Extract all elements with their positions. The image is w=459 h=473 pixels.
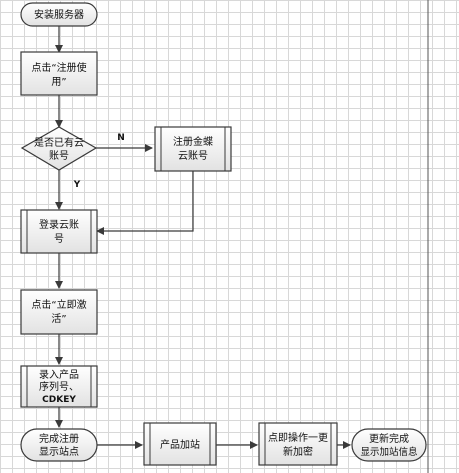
node-update-finish: 更新完成 显示加站信息 [351,428,427,462]
node-register-kingdee: 注册金蝶 云账号 [154,126,232,172]
node-decision-line1: 是否已有云 [34,136,84,149]
node-enter-serial-line2: 序列号、 [39,380,79,393]
node-enter-serial-line3: CDKEY [42,395,76,405]
edge-label-no: N [117,133,125,143]
node-register-kingdee-line2: 云账号 [178,150,208,162]
node-login-cloud-line2: 号 [54,233,64,245]
node-click-activate-line1: 点击“立即激 [31,298,86,311]
node-update-finish-line1: 更新完成 [369,432,409,445]
node-product-join-label: 产品加站 [160,438,200,451]
node-login-cloud: 登录云账 号 [20,209,98,254]
node-update-encrypt: 点即操作一更 新加密 [258,422,338,466]
node-has-cloud-account: 是否已有云 账号 [20,126,98,171]
node-product-join: 产品加站 [143,422,217,466]
node-login-cloud-line1: 登录云账 [39,218,79,231]
node-update-finish-line2: 显示加站信息 [360,446,417,458]
node-click-register-line2: 用” [51,77,66,88]
node-click-activate: 点击“立即激 活” [20,289,98,335]
node-click-register: 点击“注册使 用” [20,51,98,96]
edge-kingdee-to-login [96,171,194,235]
edge-label-yes: Y [73,180,81,190]
node-click-activate-line2: 活” [51,313,66,325]
node-enter-serial-line1: 录入产品 [39,368,79,381]
node-update-encrypt-line1: 点即操作一更 [268,431,328,444]
node-click-register-line1: 点击“注册使 [31,61,86,74]
node-install-server-label: 安装服务器 [34,8,84,21]
node-finish-register-line1: 完成注册 [39,432,79,445]
node-enter-serial: 录入产品 序列号、 CDKEY [20,365,98,408]
node-finish-register-line2: 显示站点 [39,445,79,458]
node-register-kingdee-line1: 注册金蝶 [173,135,213,148]
node-install-server: 安装服务器 [20,2,98,27]
node-update-encrypt-line2: 新加密 [283,445,313,458]
edges [55,26,351,449]
node-finish-register: 完成注册 显示站点 [20,428,98,462]
node-decision-line2: 账号 [49,150,69,162]
